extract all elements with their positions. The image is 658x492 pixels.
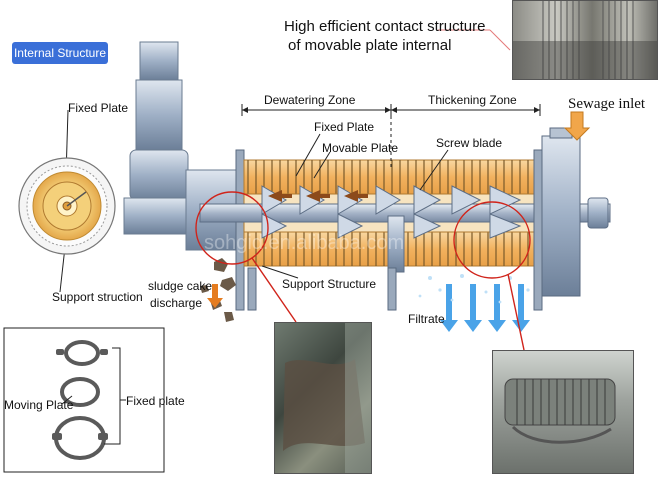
header-line-1: High efficient contact structure [284,18,486,35]
label-support-structure: Support Structure [282,277,377,291]
label-dewatering-zone: Dewatering Zone [264,93,356,107]
internal-structure-badge: Internal Structure [12,42,108,64]
label-fixed-plate-lower: Fixed plate [126,394,185,408]
label-filtrate: Filtrate [408,312,445,326]
label-sludge-cake: sludge cake [148,279,213,293]
label-moving-plate: Moving Plate [4,398,74,412]
label-sewage-inlet: Sewage inlet [568,96,646,112]
filtrate-arrows [440,284,530,332]
photo-top-right [512,0,658,80]
inlet-arrow [563,111,591,141]
label-fixed-plate-left: Fixed Plate [68,101,129,115]
label-screw-blade: Screw blade [436,136,503,150]
plates-box [3,327,165,473]
header-line-2: of movable plate internal [288,37,452,54]
label-discharge: discharge [150,296,203,310]
photo-sludge-discharge [274,322,372,474]
end-view-plate [18,157,116,255]
label-thickening-zone: Thickening Zone [428,93,517,107]
sewage-inlet-box [541,111,591,297]
label-movable-plate: Movable Plate [322,141,399,155]
watermark: sohgid.en.alibaba.com [204,232,405,254]
left-flange [235,149,245,311]
photo-thickening-drum [492,350,634,474]
label-fixed-plate: Fixed Plate [314,120,375,134]
detail-highlights [195,191,531,351]
label-support-struction: Support struction [52,290,143,304]
